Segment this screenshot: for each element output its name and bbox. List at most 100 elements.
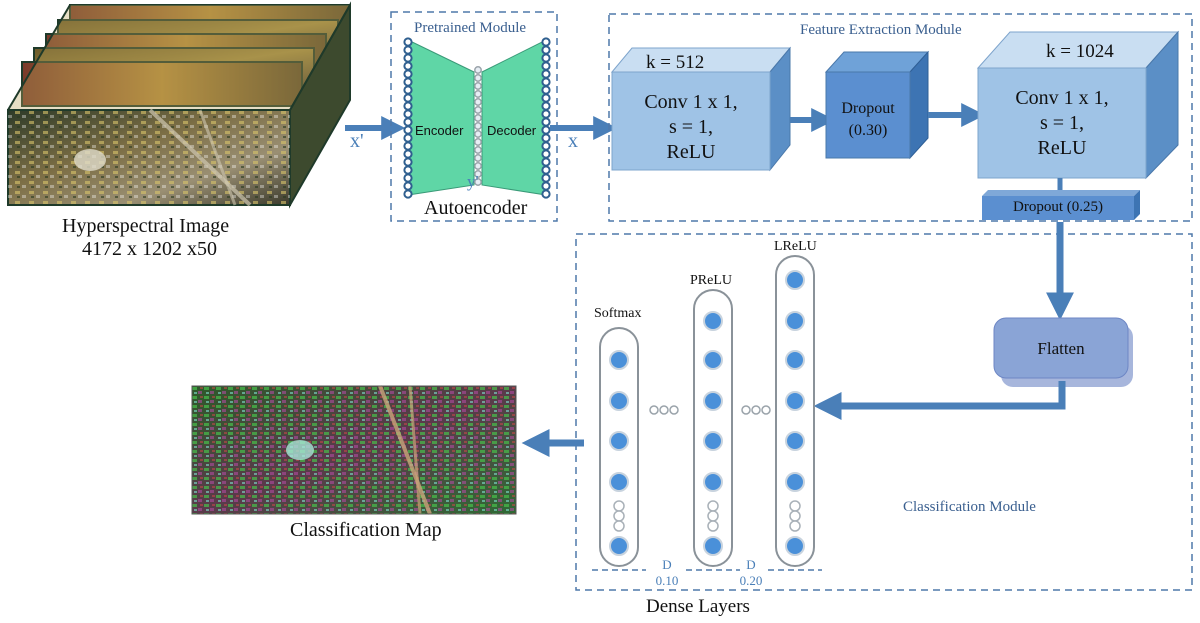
autoencoder-neuron [541, 109, 551, 119]
autoencoder-neuron [403, 189, 413, 199]
lrelu-label: LReLU [774, 239, 817, 254]
dense-ellipsis-neuron [789, 520, 801, 532]
dense-neuron [785, 472, 805, 492]
decoder-label: Decoder [487, 123, 537, 138]
autoencoder-neuron [541, 189, 551, 199]
arrow-flatten-to-dense [813, 381, 1066, 420]
latent-neuron [474, 170, 482, 178]
autoencoder-neuron [541, 85, 551, 95]
conv1-line1: Conv 1 x 1, [644, 91, 738, 113]
dropout1-line1: Dropout [841, 100, 895, 117]
dense-ellipsis-neuron [789, 500, 801, 512]
autoencoder-neuron [403, 133, 413, 143]
dense-lrelu-column [775, 255, 815, 567]
ellipsis-dots-2 [741, 405, 771, 415]
latent-neuron [474, 66, 482, 74]
flatten-label: Flatten [1037, 339, 1085, 358]
dense-neuron [609, 431, 629, 451]
autoencoder-neuron [541, 165, 551, 175]
pretrained-module-title: Pretrained Module [414, 20, 527, 36]
autoencoder-neuron [541, 61, 551, 71]
feature-extraction-module-box [608, 13, 1193, 222]
conv1-line3: ReLU [666, 141, 716, 163]
latent-neuron [474, 114, 482, 122]
dropout-block-1 [824, 50, 930, 160]
autoencoder-neuron [403, 101, 413, 111]
conv2-line1: Conv 1 x 1, [1015, 87, 1109, 109]
dense-softmax-column [599, 327, 639, 567]
dense-neuron [703, 472, 723, 492]
conv-block-1 [610, 46, 792, 172]
flatten-block [993, 317, 1133, 387]
autoencoder-neuron [541, 157, 551, 167]
d2-letter: D [746, 557, 756, 572]
latent-neuron [474, 178, 482, 186]
latent-neuron [474, 74, 482, 82]
feature-module-title: Feature Extraction Module [800, 22, 962, 38]
x-prime-label: x' [350, 130, 364, 152]
dense-ellipsis-neuron [789, 510, 801, 522]
conv1-line2: s = 1, [668, 116, 714, 138]
d2-value: 0.20 [739, 572, 763, 588]
autoencoder-neuron [541, 53, 551, 63]
conv2-line2: s = 1, [1039, 112, 1085, 134]
autoencoder-neuron [541, 117, 551, 127]
autoencoder-neuron [541, 69, 551, 79]
ellipsis-dots-1 [649, 405, 679, 415]
x-label: x [568, 130, 578, 152]
autoencoder-neuron [403, 69, 413, 79]
autoencoder-shape [403, 37, 551, 199]
classification-map-image [191, 385, 517, 515]
autoencoder-neuron [403, 117, 413, 127]
autoencoder-neuron [403, 149, 413, 159]
latent-neuron [474, 146, 482, 154]
latent-neuron [474, 82, 482, 90]
autoencoder-neuron [403, 77, 413, 87]
autoencoder-neuron [403, 93, 413, 103]
autoencoder-neuron [403, 165, 413, 175]
autoencoder-neuron [403, 53, 413, 63]
pretrained-module-box [390, 11, 558, 222]
dense-neuron [785, 350, 805, 370]
dropout-d2: D 0.20 [736, 557, 766, 588]
dense-layers-label: Dense Layers [646, 596, 750, 617]
dense-ellipsis-neuron [613, 500, 625, 512]
dense-neuron [785, 536, 805, 556]
hyperspectral-dims: 4172 x 1202 x50 [82, 238, 217, 260]
classification-module-box [575, 233, 1193, 591]
conv2-text: Conv 1 x 1, s = 1, ReLU [978, 86, 1146, 161]
latent-label: y' [467, 172, 479, 191]
latent-neuron [474, 122, 482, 130]
autoencoder-neuron [403, 45, 413, 55]
conv1-text: Conv 1 x 1, s = 1, ReLU [612, 90, 770, 165]
classification-map-label: Classification Map [290, 519, 442, 541]
latent-neuron [474, 98, 482, 106]
autoencoder-neuron [541, 141, 551, 151]
autoencoder-neuron [403, 157, 413, 167]
dense-neuron [703, 536, 723, 556]
dense-neuron [609, 472, 629, 492]
prelu-label: PReLU [690, 273, 732, 288]
dropout2-label: Dropout (0.25) [1013, 199, 1103, 215]
autoencoder-neuron [541, 45, 551, 55]
autoencoder-neuron [541, 77, 551, 87]
autoencoder-neuron [403, 109, 413, 119]
dropout1-line2: (0.30) [848, 121, 888, 139]
latent-neuron [474, 138, 482, 146]
dense-neuron [785, 311, 805, 331]
autoencoder-neuron [403, 173, 413, 183]
autoencoder-neuron [403, 141, 413, 151]
conv-block-2 [976, 30, 1180, 180]
autoencoder-neuron [541, 37, 551, 47]
dense-neuron [609, 391, 629, 411]
autoencoder-neuron [403, 61, 413, 71]
conv1-k-label: k = 512 [646, 52, 705, 73]
dense-ellipsis-neuron [707, 520, 719, 532]
autoencoder-neuron [541, 181, 551, 191]
dense-ellipsis-neuron [613, 520, 625, 532]
dense-neuron [785, 431, 805, 451]
classification-module-title: Classification Module [903, 499, 1036, 515]
latent-neuron [474, 130, 482, 138]
dense-ellipsis-neuron [707, 500, 719, 512]
